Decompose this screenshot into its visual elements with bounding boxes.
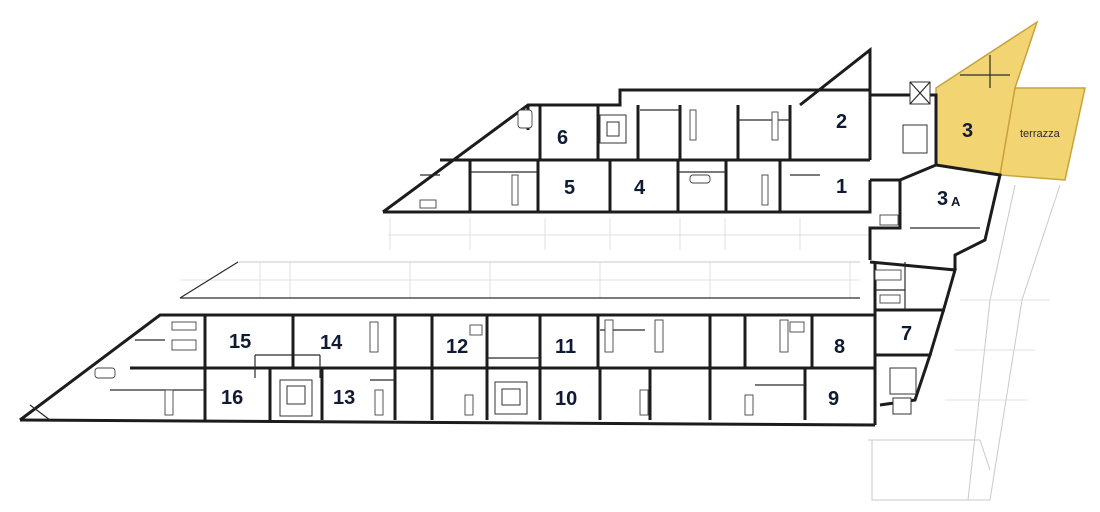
unit-label-10: 10 [555, 388, 577, 410]
unit-label-12: 12 [446, 336, 468, 358]
unit-label-13: 13 [333, 387, 355, 409]
unit-labels: 1 2 3 3 A 4 5 6 7 8 9 10 11 12 13 14 15 … [221, 111, 1061, 410]
unit-label-3a-suffix: A [951, 194, 961, 209]
unit-label-6: 6 [557, 127, 568, 149]
unit-label-15: 15 [229, 331, 251, 353]
unit-label-16: 16 [221, 387, 243, 409]
unit-label-2: 2 [836, 111, 847, 133]
highlighted-unit-3-area [935, 20, 1086, 181]
building-walls [19, 46, 1002, 427]
unit-label-14: 14 [320, 332, 343, 354]
unit-label-11: 11 [555, 336, 576, 358]
bathroom-fixtures [94, 109, 902, 416]
unit-label-9: 9 [828, 388, 839, 410]
stairwells [279, 81, 931, 417]
unit-label-1: 1 [836, 176, 847, 198]
terrace-label: terrazza [1020, 128, 1061, 140]
unit-label-7: 7 [901, 323, 912, 345]
unit-label-4: 4 [634, 177, 646, 199]
unit-label-8: 8 [834, 336, 845, 358]
unit-label-3a: 3 [937, 188, 948, 210]
unit-label-3: 3 [962, 120, 973, 142]
site-outline [180, 184, 1061, 501]
unit-label-5: 5 [564, 177, 575, 199]
